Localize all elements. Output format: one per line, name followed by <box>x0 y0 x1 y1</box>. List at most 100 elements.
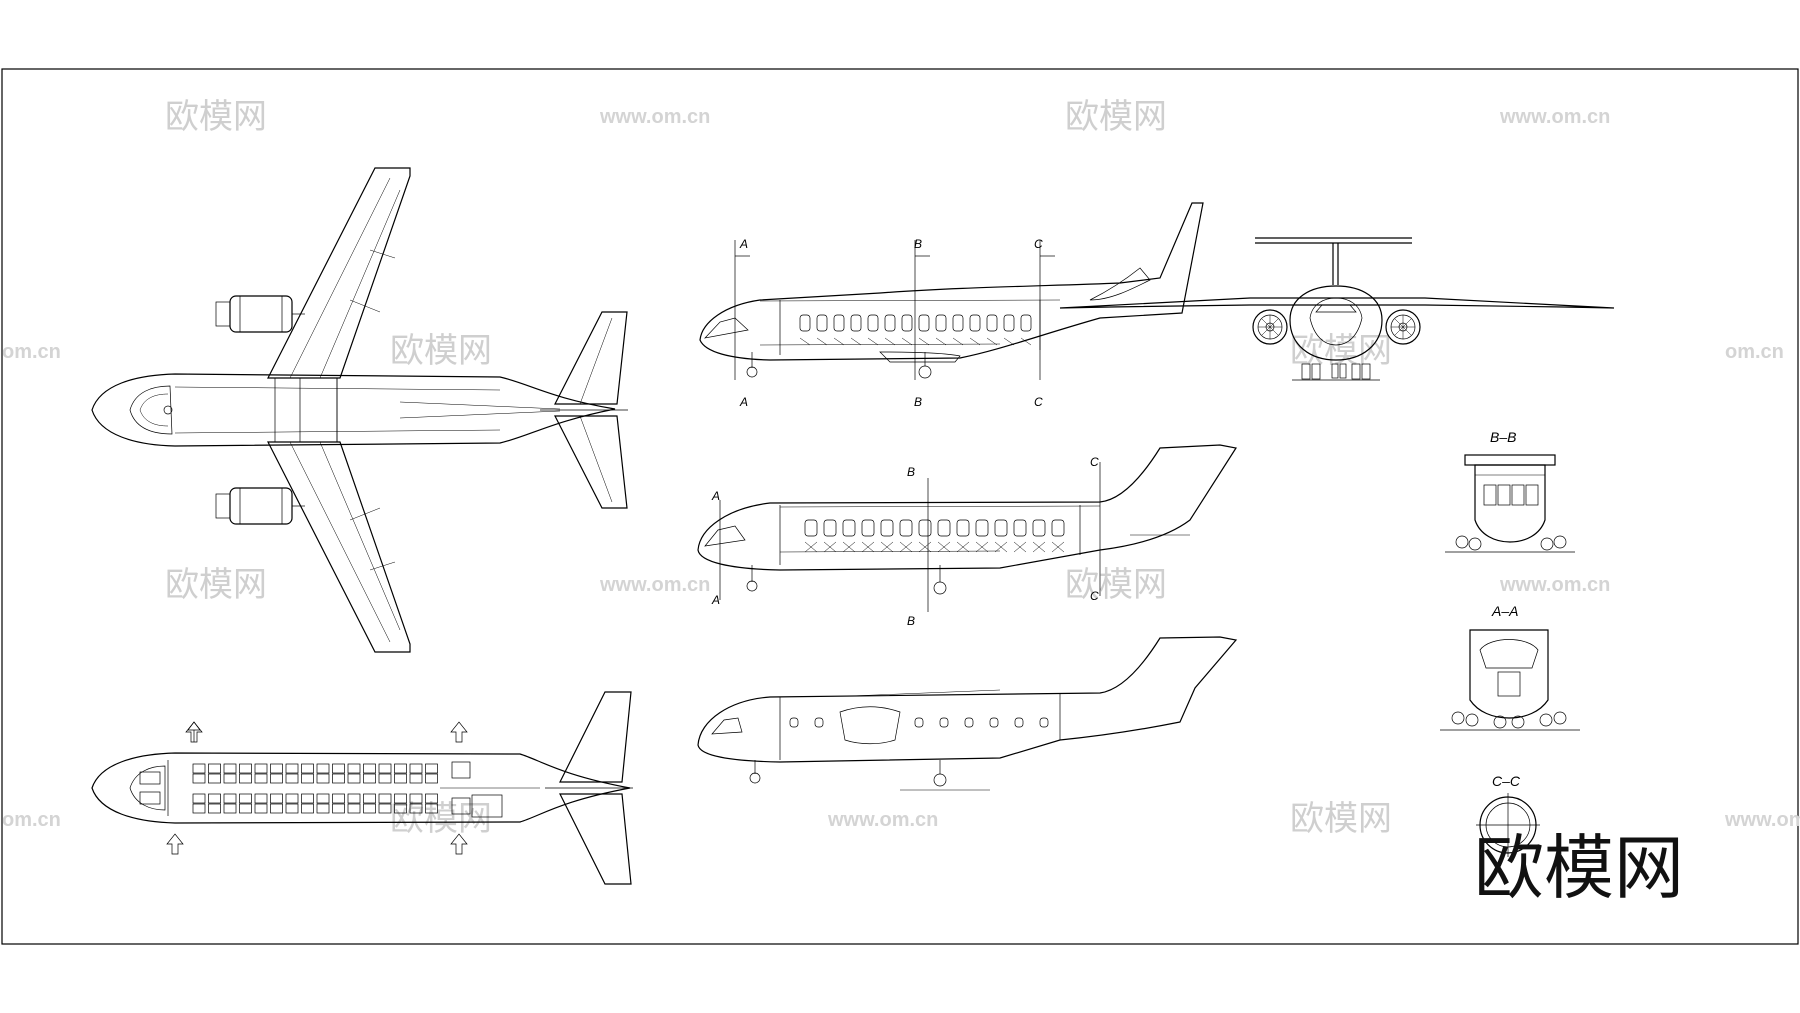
seat <box>363 803 376 814</box>
watermark-logo: 欧模网 <box>165 97 267 137</box>
engine-fan-icon <box>1252 309 1288 345</box>
side-fuselage-outline <box>699 202 1204 361</box>
seat <box>986 314 998 332</box>
seat-leg <box>1051 541 1065 553</box>
side-view-cutaway-2: A B C A B C <box>697 444 1237 628</box>
seat <box>347 803 361 814</box>
seat <box>270 773 283 784</box>
front-view <box>1059 237 1615 381</box>
seat <box>332 773 345 784</box>
seat <box>823 519 837 537</box>
watermark-url: www.om.cn <box>599 574 710 596</box>
seat <box>409 793 423 804</box>
wing-right <box>267 441 411 653</box>
seat-leg <box>850 337 862 346</box>
watermark-url: www.om.cn <box>827 809 938 831</box>
seat <box>301 803 314 814</box>
section-marker-c: C <box>1090 455 1099 469</box>
seat <box>285 773 299 784</box>
seat <box>270 793 283 804</box>
seat-leg <box>842 541 856 553</box>
seat <box>425 793 438 804</box>
seat-leg <box>1020 337 1032 346</box>
section-marker-c: C <box>1090 589 1099 603</box>
seat <box>378 793 392 804</box>
seat-leg <box>901 337 913 346</box>
seat-leg <box>994 541 1008 553</box>
section-marker-a: A <box>739 237 748 251</box>
wing-left <box>267 167 411 379</box>
cabin-layout-view <box>91 691 633 885</box>
seat <box>363 773 376 784</box>
seat <box>1003 314 1015 332</box>
seat <box>394 763 407 774</box>
seat <box>394 773 407 784</box>
seat-leg <box>823 541 837 553</box>
seat <box>363 763 376 774</box>
seat <box>316 793 330 804</box>
window <box>1014 717 1024 728</box>
exit-arrow-icon <box>450 721 468 743</box>
engine-fan-icon <box>1385 309 1421 345</box>
seat <box>347 773 361 784</box>
side-fuselage-outline <box>697 636 1238 763</box>
watermark-layer: 欧模网 www.om.cn 欧模网 www.om.cn om.cn 欧模网 欧模… <box>2 97 1800 839</box>
seat <box>254 763 268 774</box>
seat <box>239 803 252 814</box>
seat <box>1051 519 1065 537</box>
seat <box>254 793 268 804</box>
seat-leg <box>799 337 811 346</box>
seat <box>901 314 913 332</box>
seat <box>254 803 268 814</box>
seat-leg <box>1013 541 1027 553</box>
watermark-logo: 欧模网 <box>1065 97 1167 137</box>
section-marker-b: B <box>914 237 922 251</box>
section-marker-a: A <box>711 593 720 607</box>
window <box>964 717 974 728</box>
seat <box>425 763 438 774</box>
seat-leg <box>956 541 970 553</box>
seat <box>223 773 237 784</box>
seat <box>239 793 252 804</box>
seat <box>952 314 964 332</box>
watermark-logo: 欧模网 <box>165 565 267 605</box>
watermark-logo: 欧模网 <box>390 331 492 371</box>
window-row <box>789 717 1049 728</box>
exit-arrow-icon <box>450 833 468 855</box>
seat <box>208 773 221 784</box>
seat <box>994 519 1008 537</box>
seat <box>332 793 345 804</box>
seat-leg <box>804 541 818 553</box>
seat-leg <box>867 337 879 346</box>
section-marker-b: B <box>907 465 915 479</box>
seat-leg <box>975 541 989 553</box>
watermark-url: om.cn <box>2 341 61 363</box>
watermark-logo: 欧模网 <box>390 799 492 839</box>
tailplane <box>554 311 628 509</box>
seat <box>192 773 206 784</box>
seat <box>425 803 438 814</box>
seat <box>394 793 407 804</box>
seat <box>208 763 221 774</box>
watermark-url: www.om.cn <box>1724 809 1800 831</box>
landing-gear <box>1292 363 1380 381</box>
seat <box>850 314 862 332</box>
side-fuselage-outline <box>697 444 1237 571</box>
seat <box>254 773 268 784</box>
section-marker-c: C <box>1034 237 1043 251</box>
fuselage-outline <box>91 373 616 447</box>
seat <box>884 314 896 332</box>
seat <box>285 763 299 774</box>
seat-rows <box>192 763 438 814</box>
side-view-exterior <box>697 636 1238 791</box>
seat <box>394 803 407 814</box>
seat <box>937 519 951 537</box>
seat-leg <box>899 541 913 553</box>
cabin-seats <box>804 519 1065 553</box>
seat <box>956 519 970 537</box>
seat <box>285 793 299 804</box>
seat <box>378 763 392 774</box>
watermark-url: www.om.cn <box>599 106 710 128</box>
section-title-b-b: B–B <box>1490 429 1516 445</box>
